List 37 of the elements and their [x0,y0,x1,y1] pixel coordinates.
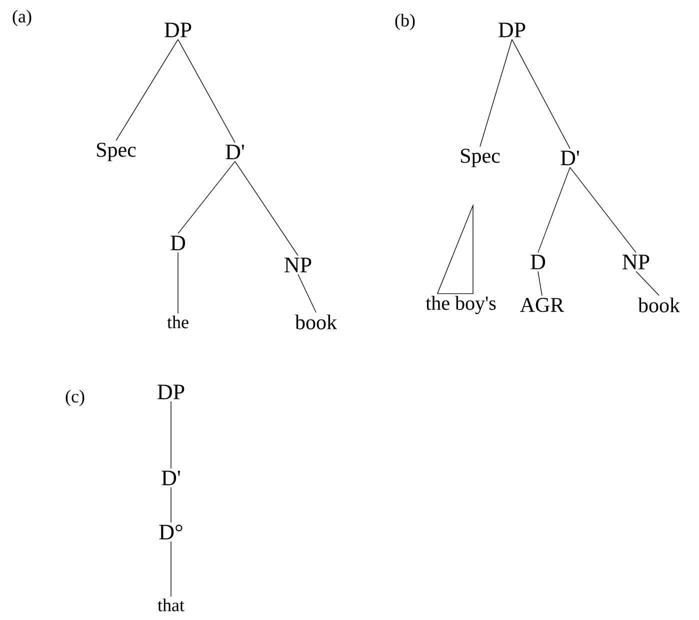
tree-branch [170,541,172,597]
tree-node-label: NP [284,258,312,272]
tree-node-label: NP [622,254,650,270]
tree-branch [298,274,316,313]
tree-node-label: D [530,254,546,270]
tree-node-label: book [638,298,680,312]
tree-branch [538,271,542,296]
tree-node-label: that [158,598,184,612]
tree-node-label: the [167,316,188,328]
tree-node-label: D' [226,144,244,160]
tree-node-label: DP [164,22,192,38]
tree-node-label: AGR [520,298,564,312]
tree-branch [116,39,178,141]
tree-branch [170,401,172,469]
tree-branch [538,167,570,253]
tree-branch [170,487,172,523]
tree-branch [636,271,660,296]
tree-node-label: D [170,236,186,250]
tree-branch [234,161,298,256]
tree-node-label: D' [560,150,579,166]
tree-branch [570,167,636,253]
tree-node-label: Spec [97,142,136,162]
panel-letter: (c) [66,390,84,406]
tree-node-label: DP [158,384,184,400]
tree-branch [178,39,236,143]
tree-branch [480,39,512,147]
tree-node-label: Spec [461,148,500,168]
panel-letter: (b) [395,14,415,30]
panel-letter: (a) [12,10,32,26]
tree-node-label: D' [162,470,180,486]
tree-node-label: DP [498,22,526,38]
tree-branch [436,204,474,294]
tree-branch [512,39,570,149]
tree-node-label: the boy's [426,296,496,314]
tree-node-label: book [295,314,337,330]
tree-branch [178,161,236,234]
tree-node-label: D° [159,524,182,540]
